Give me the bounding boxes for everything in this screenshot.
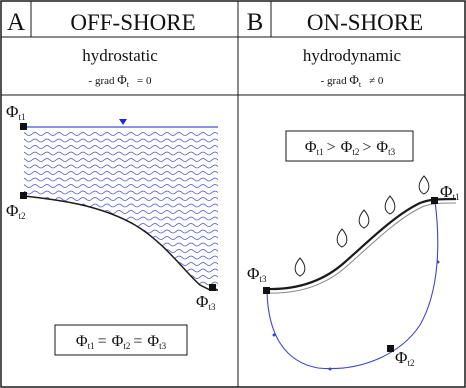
panel-a-subtitle: hydrostatic [82, 46, 158, 65]
point-t3-marker [209, 284, 216, 291]
raindrop-icon [418, 175, 430, 195]
point-t2-marker [387, 345, 394, 352]
point-t3-marker [263, 287, 270, 294]
water-wave-line [24, 184, 218, 188]
water-wave-line [24, 281, 218, 286]
point-t1-marker [20, 123, 27, 130]
seafloor-profile [23, 195, 218, 291]
panel-b-equation: - grad Φt≠ 0 [321, 72, 384, 89]
water-wave-line [24, 203, 218, 208]
water-wave-line [24, 262, 218, 266]
panel-b-title: ON-SHORE [307, 10, 423, 35]
water-wave-line [24, 223, 218, 227]
panel-a-title: OFF-SHORE [70, 10, 195, 35]
water-wave-line [24, 164, 218, 169]
water-wave-line [24, 210, 218, 214]
water-wave-line [24, 236, 218, 240]
groundwater-flow-path [266, 200, 439, 370]
panel-b-inequality-box [285, 130, 414, 162]
panel-b-subtitle: hydrodynamic [303, 46, 402, 65]
water-level-marker-icon [119, 119, 127, 125]
panel-a-letter: A [7, 9, 25, 36]
raindrop-icon [384, 195, 396, 215]
water-body [24, 132, 218, 290]
water-wave-line [24, 255, 218, 260]
water-wave-line [24, 242, 218, 247]
raindrop-icons [294, 175, 430, 277]
point-t1-marker [431, 197, 438, 204]
water-wave-line [24, 171, 218, 175]
panel-a-label-t3: Φt3 [196, 292, 216, 312]
panel-b-label-t2: Φt2 [395, 348, 414, 368]
water-wave-line [24, 288, 218, 290]
raindrop-icon [358, 209, 370, 229]
water-wave-line [24, 138, 218, 143]
water-wave-line [24, 158, 218, 162]
panel-a-equality-box [54, 324, 188, 356]
water-wave-line [24, 249, 218, 253]
point-t2-marker [20, 192, 27, 199]
flow-arrow-icons [272, 260, 440, 371]
panel-a-equation: - grad Φt= 0 [89, 72, 152, 89]
water-wave-line [24, 145, 218, 149]
water-wave-line [24, 268, 218, 273]
panel-b-letter: B [247, 9, 264, 36]
flow-arrow-icon [436, 260, 440, 264]
flow-arrow-icon [272, 333, 276, 337]
raindrop-icon [294, 257, 306, 277]
hillslope-surface [265, 197, 457, 291]
water-wave-line [24, 151, 218, 156]
panel-a-equality-text: Φt1=Φt2=Φt3 [76, 333, 167, 351]
panel-b-inequality-text: Φt1>Φt2>Φt3 [305, 139, 396, 157]
panel-b-label-t3: Φt3 [247, 264, 267, 284]
panel-b-label-t1: Φt1 [440, 182, 459, 202]
water-wave-line [24, 132, 218, 136]
water-wave-line [24, 190, 218, 195]
water-wave-line [24, 177, 218, 182]
water-wave-line [24, 229, 218, 234]
panel-a-label-t2: Φt2 [6, 201, 25, 221]
panel-a-label-t1: Φt1 [6, 102, 25, 122]
raindrop-icon [336, 228, 348, 248]
flow-arrow-icon [328, 367, 332, 371]
